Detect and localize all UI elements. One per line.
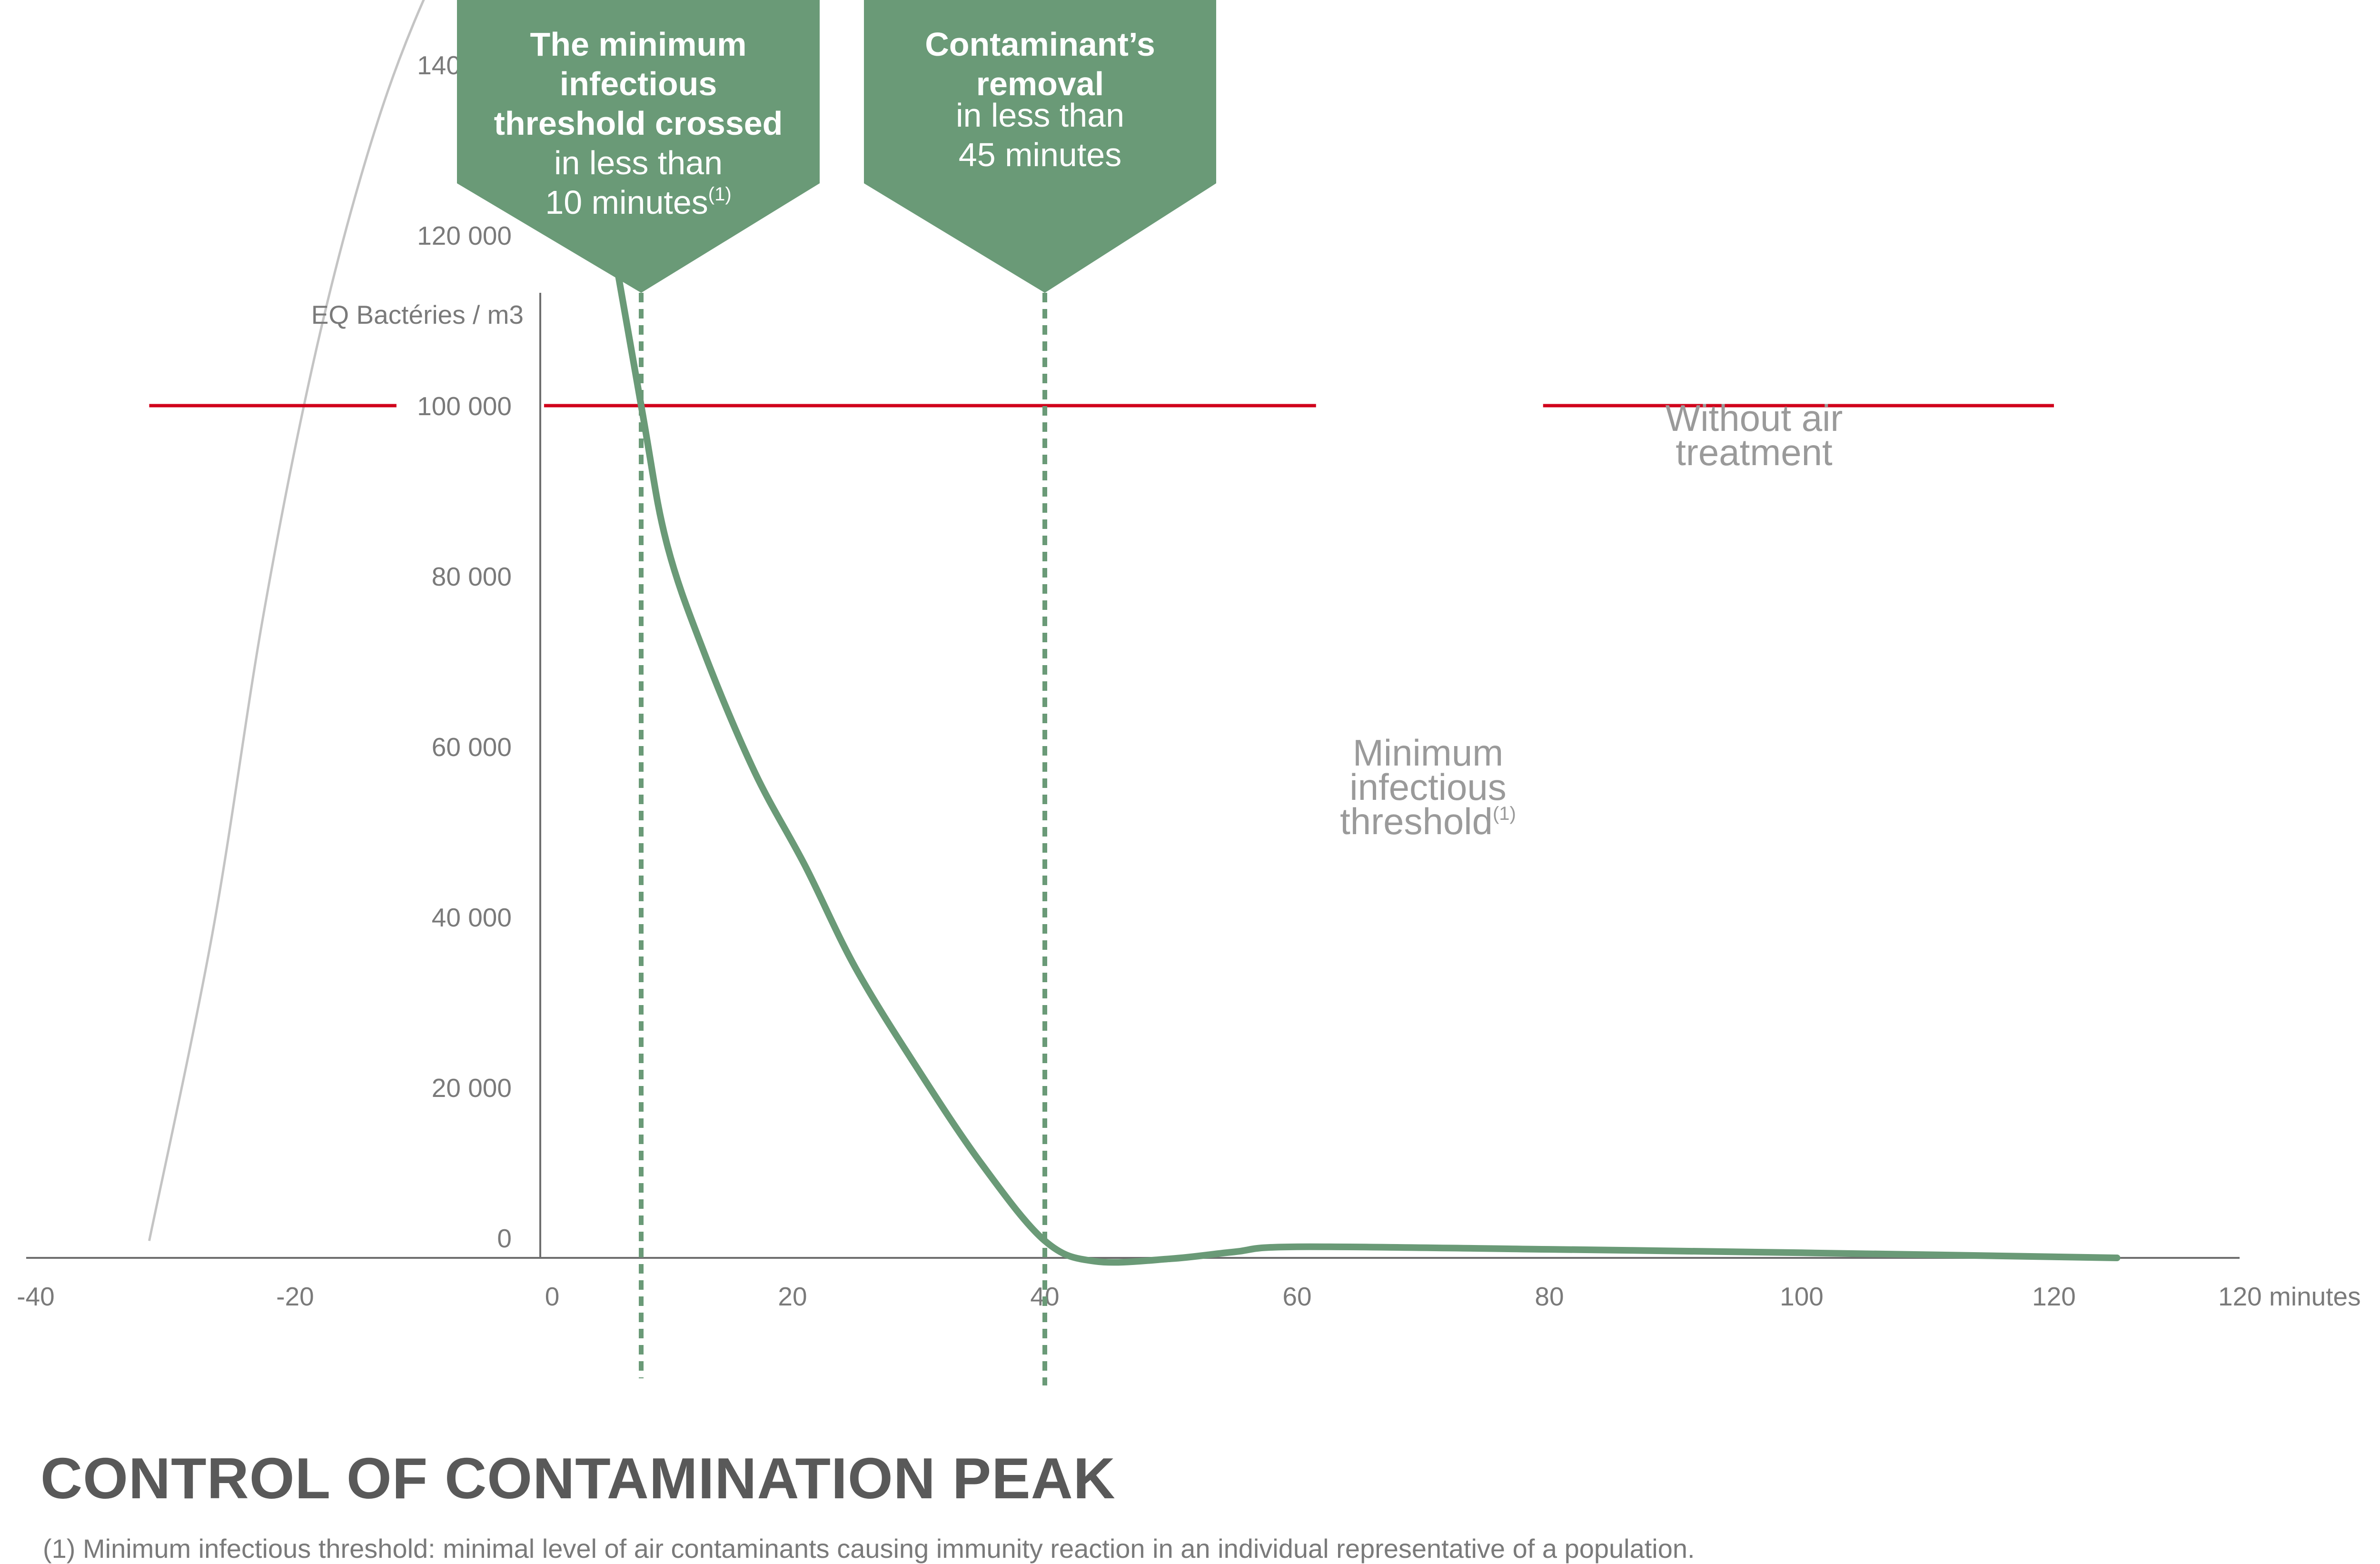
threshold-label-line-1: infectious [1349, 766, 1507, 808]
x-tick-label-2: 0 [545, 1282, 560, 1311]
y-tick-label-1: 20 000 [432, 1073, 512, 1103]
threshold-label-line-2: threshold(1) [1340, 800, 1516, 842]
marker-callout-0 [457, 0, 820, 293]
x-tick-label-0: -40 [17, 1282, 55, 1311]
y-tick-label-6: 120 000 [417, 221, 512, 250]
y-axis-title: EQ Bactéries / m3 [311, 300, 524, 329]
y-tick-label-4: 80 000 [432, 562, 512, 591]
x-tick-label-5: 60 [1282, 1282, 1311, 1311]
marker-0-regular-line-1: 10 minutes(1) [545, 184, 731, 221]
marker-1-bold-line-0: Contaminant’s [925, 26, 1155, 63]
axes-group: EQ Bactéries / m3 0 20 000 40 000 60 000 80 0… [17, 50, 2361, 1311]
marker-0-bold-line-1: infectious [560, 65, 717, 102]
marker-1-regular-line-1: 45 minutes [959, 136, 1121, 173]
without-treatment-label-line-0: Without air [1666, 397, 1843, 439]
x-tick-label-3: 20 [778, 1282, 807, 1311]
x-tick-label-8: 120 [2032, 1282, 2076, 1311]
threshold-label-line-0: Minimum [1353, 732, 1503, 774]
without-treatment-series-group [148, 0, 425, 1241]
y-tick-label-3: 60 000 [432, 732, 512, 762]
chart-footnote: (1) Minimum infectious threshold: minima… [43, 1534, 1695, 1564]
labels-group: Without airtreatmentMinimuminfectiousthr… [1340, 397, 1843, 842]
without-treatment-curve [148, 0, 425, 1241]
threshold-label-superscript: (1) [1493, 803, 1516, 824]
marker-1-regular-line-0: in less than [956, 97, 1124, 134]
y-tick-label-5: 100 000 [417, 391, 512, 421]
marker-0-regular-line-0: in less than [554, 144, 723, 181]
x-tick-label-6: 80 [1535, 1282, 1564, 1311]
chart-title: CONTROL OF CONTAMINATION PEAK [40, 1446, 1116, 1511]
marker-1-bold-line-1: removal [976, 65, 1104, 102]
x-tick-label-1: -20 [276, 1282, 314, 1311]
y-tick-label-0: 0 [497, 1224, 512, 1253]
without-treatment-label-line-1: treatment [1676, 431, 1833, 473]
marker-callout-1 [864, 0, 1216, 293]
marker-0-bold-line-2: threshold crossed [494, 105, 783, 142]
marker-0-bold-line-0: The minimum [530, 26, 746, 63]
marker-0-superscript: (1) [708, 184, 732, 205]
x-tick-label-7: 100 [1780, 1282, 1824, 1311]
y-tick-label-2: 40 000 [432, 903, 512, 932]
x-tick-label-9: 120 minutes [2218, 1282, 2361, 1311]
